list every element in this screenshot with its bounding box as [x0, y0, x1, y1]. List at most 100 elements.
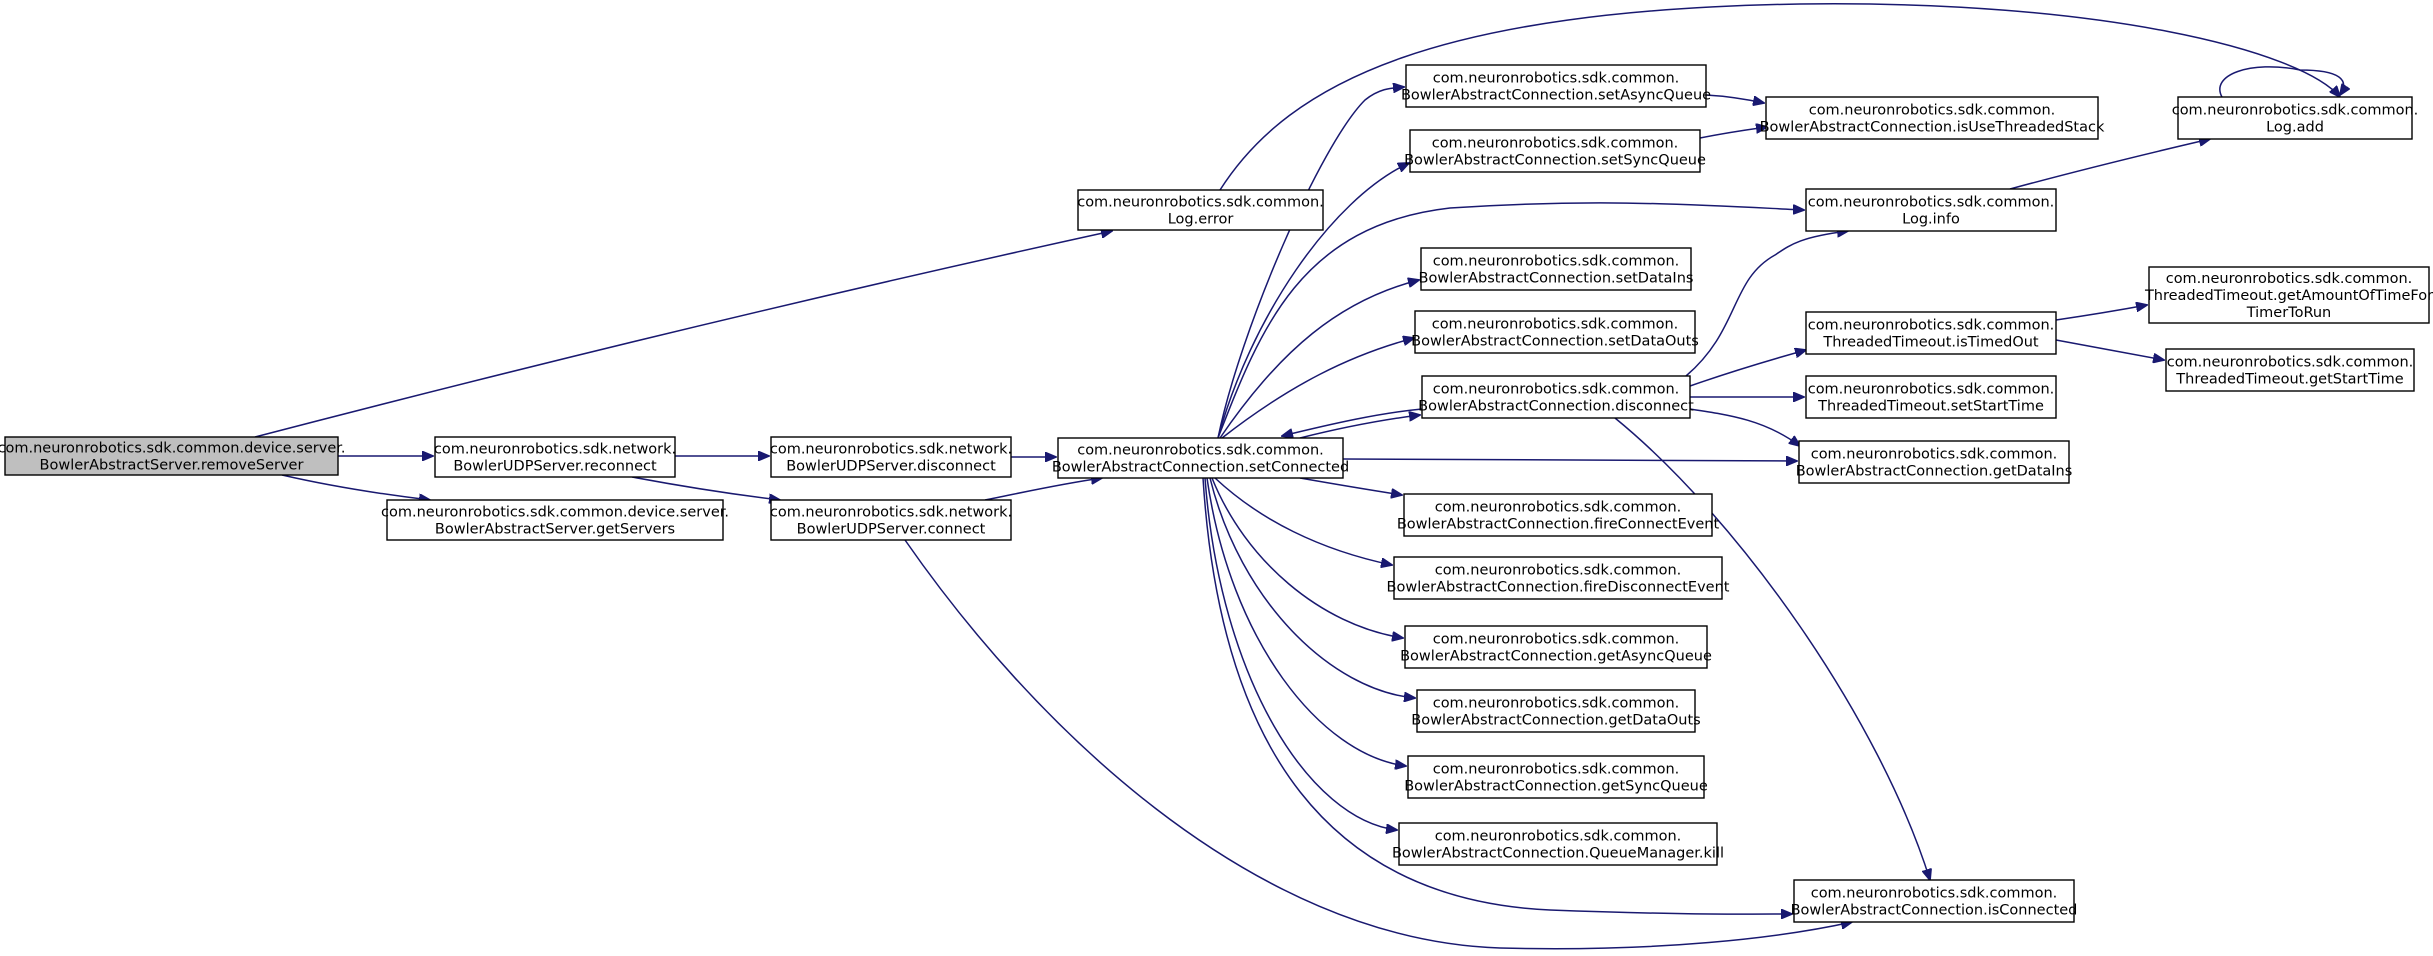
node-udpDisconnect[interactable]: com.neuronrobotics.sdk.network.BowlerUDP… — [770, 436, 1012, 478]
edge-setConnected-to-bacDisconnect — [1299, 415, 1420, 439]
edge-bacDisconnect-to-setConnected — [1282, 408, 1423, 436]
node-getDataIns[interactable]: com.neuronrobotics.sdk.common.BowlerAbst… — [1796, 440, 2073, 484]
node-box — [1765, 96, 2099, 140]
node-fireDisconnectEvent[interactable]: com.neuronrobotics.sdk.common.BowlerAbst… — [1387, 556, 1730, 600]
node-label-line: com.neuronrobotics.sdk.common. — [1433, 632, 1680, 648]
node-label-line: ThreadedTimeout.getAmountOfTimeFor — [2144, 288, 2433, 304]
node-box — [1057, 437, 1344, 479]
node-label-line: com.neuronrobotics.sdk.common. — [1809, 103, 2056, 119]
edge-bacDisconnect-to-isConnected — [1614, 417, 1930, 880]
edge-setSyncQueue-to-isUseThreadedStack — [1699, 127, 1767, 139]
node-fireConnectEvent[interactable]: com.neuronrobotics.sdk.common.BowlerAbst… — [1397, 493, 1720, 537]
node-logAdd[interactable]: com.neuronrobotics.sdk.common.Log.add — [2172, 96, 2419, 140]
edge-logInfo-to-logAdd — [2009, 139, 2210, 190]
edge-setConnected-to-fireDisconnectEvent — [1214, 477, 1392, 565]
node-label-line: com.neuronrobotics.sdk.common. — [1433, 762, 1680, 778]
node-box — [386, 499, 724, 541]
edge-setConnected-to-queueKill — [1204, 477, 1397, 830]
node-label-line: Log.info — [1902, 212, 1960, 228]
node-box — [1077, 189, 1324, 231]
node-setDataIns[interactable]: com.neuronrobotics.sdk.common.BowlerAbst… — [1419, 247, 1694, 291]
node-label-line: BowlerAbstractConnection.isUseThreadedSt… — [1760, 120, 2105, 136]
node-label-line: BowlerAbstractConnection.getAsyncQueue — [1400, 649, 1712, 665]
nodes-layer: com.neuronrobotics.sdk.common.device.ser… — [0, 64, 2433, 923]
node-label-line: com.neuronrobotics.sdk.common. — [1808, 195, 2055, 211]
node-udpReconnect[interactable]: com.neuronrobotics.sdk.network.BowlerUDP… — [434, 436, 676, 478]
node-box — [1398, 822, 1718, 866]
node-getServers[interactable]: com.neuronrobotics.sdk.common.device.ser… — [381, 499, 729, 541]
node-label-line: BowlerAbstractConnection.setDataOuts — [1411, 334, 1699, 350]
node-label-line: BowlerAbstractServer.removeServer — [40, 458, 304, 474]
node-box — [1414, 310, 1696, 354]
node-setDataOuts[interactable]: com.neuronrobotics.sdk.common.BowlerAbst… — [1411, 310, 1699, 354]
node-setSyncQueue[interactable]: com.neuronrobotics.sdk.common.BowlerAbst… — [1404, 129, 1706, 173]
node-box — [1393, 556, 1723, 600]
node-logError[interactable]: com.neuronrobotics.sdk.common.Log.error — [1077, 189, 1324, 231]
node-bacDisconnect[interactable]: com.neuronrobotics.sdk.common.BowlerAbst… — [1418, 375, 1694, 419]
node-queueKill[interactable]: com.neuronrobotics.sdk.common.BowlerAbst… — [1392, 822, 1724, 866]
edge-setConnected-to-getSyncQueue — [1206, 477, 1406, 766]
node-getAmountOfTime[interactable]: com.neuronrobotics.sdk.common.ThreadedTi… — [2144, 266, 2433, 324]
node-label-line: com.neuronrobotics.sdk.common. — [2166, 271, 2413, 287]
node-label-line: com.neuronrobotics.sdk.common. — [2172, 103, 2419, 119]
node-label-line: ThreadedTimeout.setStartTime — [1817, 399, 2044, 415]
node-label-line: com.neuronrobotics.sdk.common. — [1433, 696, 1680, 712]
node-label-line: com.neuronrobotics.sdk.network. — [434, 442, 676, 458]
edge-setConnected-to-setSyncQueue — [1217, 163, 1409, 439]
node-isConnected[interactable]: com.neuronrobotics.sdk.common.BowlerAbst… — [1791, 879, 2078, 923]
node-box — [434, 436, 676, 478]
node-getSyncQueue[interactable]: com.neuronrobotics.sdk.common.BowlerAbst… — [1404, 755, 1708, 799]
node-label-line: BowlerAbstractConnection.isConnected — [1791, 903, 2078, 919]
edge-isTimedOut-to-getStartTime — [2055, 339, 2164, 360]
node-isTimedOut[interactable]: com.neuronrobotics.sdk.common.ThreadedTi… — [1805, 311, 2057, 355]
node-box — [2165, 348, 2415, 392]
node-label-line: com.neuronrobotics.sdk.common. — [1811, 447, 2058, 463]
node-label-line: com.neuronrobotics.sdk.common. — [1077, 195, 1324, 211]
node-removeServer[interactable]: com.neuronrobotics.sdk.common.device.ser… — [0, 436, 345, 476]
node-label-line: com.neuronrobotics.sdk.network. — [770, 505, 1012, 521]
node-box — [1793, 879, 2075, 923]
node-box — [1404, 625, 1708, 669]
node-box — [1805, 311, 2057, 355]
node-box — [2177, 96, 2413, 140]
node-label-line: BowlerAbstractConnection.setDataIns — [1419, 271, 1694, 287]
node-box — [1407, 755, 1705, 799]
node-label-line: BowlerAbstractConnection.setSyncQueue — [1404, 153, 1706, 169]
node-getDataOuts[interactable]: com.neuronrobotics.sdk.common.BowlerAbst… — [1411, 689, 1701, 733]
node-udpConnect[interactable]: com.neuronrobotics.sdk.network.BowlerUDP… — [770, 499, 1012, 541]
node-box — [770, 436, 1012, 478]
edge-setConnected-to-fireConnectEvent — [1299, 477, 1402, 495]
node-label-line: BowlerAbstractConnection.setAsyncQueue — [1401, 88, 1711, 104]
edge-setConnected-to-getDataOuts — [1209, 477, 1415, 698]
node-label-line: com.neuronrobotics.sdk.common. — [1435, 829, 1682, 845]
edge-bacDisconnect-to-isTimedOut — [1689, 350, 1806, 387]
node-box — [770, 499, 1012, 541]
node-box — [1798, 440, 2070, 484]
edge-logError-to-logAdd — [1219, 3, 2340, 191]
node-box — [1805, 375, 2057, 419]
edge-udpConnect-to-isConnected — [904, 539, 1852, 950]
node-label-line: BowlerAbstractConnection.getDataIns — [1796, 464, 2073, 480]
node-label-line: com.neuronrobotics.sdk.common. — [1433, 382, 1680, 398]
node-label-line: BowlerUDPServer.disconnect — [786, 459, 996, 475]
node-label-line: ThreadedTimeout.getStartTime — [2175, 372, 2403, 388]
node-label-line: com.neuronrobotics.sdk.network. — [770, 442, 1012, 458]
node-getStartTime[interactable]: com.neuronrobotics.sdk.common.ThreadedTi… — [2165, 348, 2415, 392]
node-label-line: Log.add — [2266, 120, 2324, 136]
node-box — [4, 436, 339, 476]
node-label-line: com.neuronrobotics.sdk.common. — [1432, 136, 1679, 152]
edge-setAsyncQueue-to-isUseThreadedStack — [1705, 94, 1764, 103]
node-label-line: TimerToRun — [2246, 305, 2332, 321]
node-box — [1421, 375, 1691, 419]
node-setConnected[interactable]: com.neuronrobotics.sdk.common.BowlerAbst… — [1052, 437, 1349, 479]
node-setAsyncQueue[interactable]: com.neuronrobotics.sdk.common.BowlerAbst… — [1401, 64, 1711, 108]
node-isUseThreadedStack[interactable]: com.neuronrobotics.sdk.common.BowlerAbst… — [1760, 96, 2105, 140]
node-box — [1805, 188, 2057, 232]
node-getAsyncQueue[interactable]: com.neuronrobotics.sdk.common.BowlerAbst… — [1400, 625, 1712, 669]
node-label-line: BowlerAbstractConnection.fireConnectEven… — [1397, 517, 1720, 533]
node-logInfo[interactable]: com.neuronrobotics.sdk.common.Log.info — [1805, 188, 2057, 232]
node-setStartTime[interactable]: com.neuronrobotics.sdk.common.ThreadedTi… — [1805, 375, 2057, 419]
node-box — [1420, 247, 1692, 291]
node-label-line: BowlerUDPServer.reconnect — [453, 459, 657, 475]
node-label-line: com.neuronrobotics.sdk.common. — [1433, 71, 1680, 87]
